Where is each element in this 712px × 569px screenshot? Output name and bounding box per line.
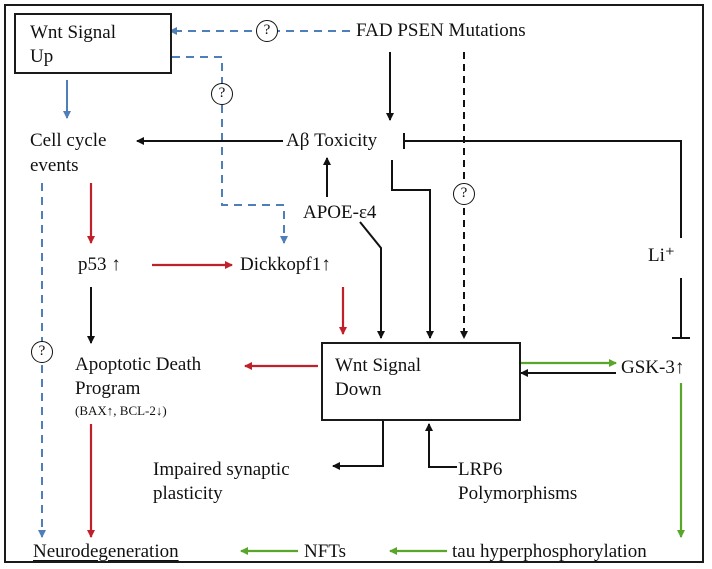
apoptotic-label-line1: Apoptotic Death — [75, 354, 202, 375]
unknown-marker-cell-cycle-neuro: ? — [31, 341, 53, 363]
unknown-marker-fad-wnt-down: ? — [453, 183, 475, 205]
fad-psen-mutations-label: FAD PSEN Mutations — [356, 20, 526, 41]
unknown-marker-wnt-up-dkk: ? — [211, 83, 233, 105]
neurodegeneration-label: Neurodegeneration — [33, 541, 179, 562]
tau-hyperphosphorylation-label: tau hyperphosphorylation — [452, 541, 647, 562]
apoe-e4-label: APOE-ε4 — [303, 202, 377, 223]
edge-abeta-to-wnt-down — [391, 160, 434, 339]
nfts-label: NFTs — [304, 541, 346, 562]
wnt-signal-down-line2: Down — [335, 379, 382, 400]
abeta-toxicity-label: Aβ Toxicity — [286, 130, 378, 151]
dickkopf1-label: Dickkopf1↑ — [240, 254, 331, 275]
edge-apoe-to-wnt-down — [359, 221, 385, 339]
wnt-signal-up-line2: Up — [30, 46, 54, 67]
impaired-synaptic-line2: plasticity — [153, 483, 223, 504]
diagram-frame — [4, 4, 704, 563]
apoptotic-label-line3: (BAX↑, BCL-2↓) — [75, 403, 167, 418]
wnt-signal-down-box: Wnt Signal Down — [321, 342, 521, 421]
gsk3-label: GSK-3↑ — [621, 357, 685, 378]
edge-wnt-up-to-dkk — [172, 56, 288, 244]
impaired-synaptic-line1: Impaired synaptic — [153, 459, 290, 480]
wnt-signal-down-line1: Wnt Signal — [335, 355, 422, 376]
cell-cycle-label-line1: Cell cycle — [30, 130, 107, 151]
lrp6-label-line1: LRP6 — [458, 459, 503, 480]
p53-label: p53 ↑ — [78, 254, 121, 275]
wnt-signal-up-line1: Wnt Signal — [30, 22, 117, 43]
edge-lrp6-to-wnt-down — [425, 423, 457, 468]
lithium-label: Li⁺ — [648, 245, 675, 266]
edge-li-inhibits-abeta — [404, 140, 682, 238]
unknown-marker-fad-wnt-up: ? — [256, 20, 278, 42]
edge-wnt-down-to-synaptic — [332, 421, 384, 470]
apoptotic-label-line2: Program — [75, 378, 141, 399]
wnt-signal-up-box: Wnt Signal Up — [14, 13, 172, 74]
lrp6-label-line2: Polymorphisms — [458, 483, 578, 504]
cell-cycle-label-line2: events — [30, 155, 79, 176]
